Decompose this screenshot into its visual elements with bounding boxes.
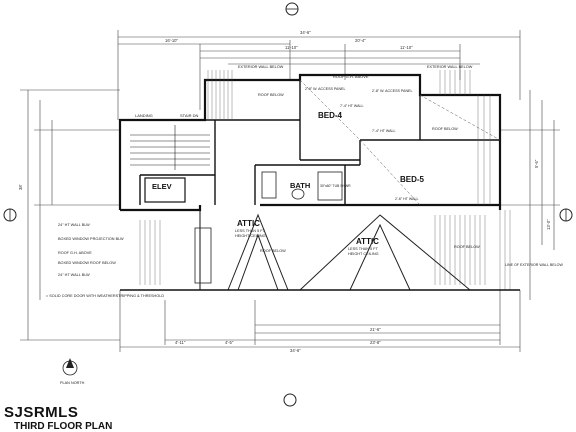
bottom-dimension-lines: [119, 290, 521, 352]
room-label-elev: ELEV: [152, 182, 172, 191]
elevator-shaft: [144, 177, 186, 203]
access-panel-note-2: 2'-8" W. ACCESS PANEL: [372, 89, 412, 93]
boxed-window: [194, 227, 212, 284]
line-exterior-note: LINE OF EXTERIOR WALL BELOW: [505, 263, 563, 267]
svg-text:PLAN NORTH: PLAN NORTH: [60, 381, 85, 385]
tub-shower: [317, 171, 343, 201]
left-note-1: 24" HT WALL BLW: [58, 223, 90, 227]
toilet: [291, 188, 305, 200]
roof-hatching: [139, 70, 511, 290]
north-arrow: PLAN NORTH: [60, 358, 85, 385]
ht-wall-note-1: 7'-4" HT WALL: [340, 104, 364, 108]
stair-treads: [130, 125, 210, 170]
ht-wall-note-2: 7'-4" HT WALL: [372, 129, 396, 133]
dim-right-a: 5'-6": [534, 159, 539, 168]
door-note: = SOLID CORE DOOR WITH WEATHERSTRIPPING …: [46, 294, 164, 298]
attic-left-note-2: HEIGHT CEILING: [235, 234, 266, 238]
dim-bottom-c: 23'-8": [370, 340, 381, 345]
tub-note: 30"x60" TUB SHWR: [320, 184, 351, 188]
top-dimension-lines: [117, 30, 521, 120]
ext-wall-below-note-1: EXTERIOR WALL BELOW: [238, 65, 284, 69]
dim-top-a: 16'-10": [165, 38, 179, 43]
attic-right-note-1: LESS THAN 5 FT: [348, 247, 379, 251]
roof-below-note-3: ROOF BELOW: [260, 249, 286, 253]
left-note-2: BOXED WINDOW PROJECTION BLW: [58, 237, 124, 241]
dim-bottom-d: 21'-6": [370, 327, 381, 332]
plan-title: THIRD FLOOR PLAN: [14, 421, 113, 432]
room-label-attic-left: ATTIC: [237, 219, 260, 228]
left-note-3: ROOF G.H. ABOVE: [58, 251, 92, 255]
left-dimension-lines: [20, 89, 120, 341]
dim-bottom-overall: 34'-6": [290, 348, 301, 353]
dim-right-b: 13'-0": [546, 219, 551, 230]
ceiling-slope-lines: [299, 79, 501, 206]
room-label-bath: BATH: [290, 181, 310, 190]
dim-left-overall: 38': [18, 184, 23, 190]
room-label-attic-right: ATTIC: [356, 237, 379, 246]
mls-watermark: SJSRMLS: [4, 404, 79, 421]
left-note-4: BOXED WINDOW ROOF BELOW: [58, 261, 116, 265]
access-panel-note-1: 2'-8" W. ACCESS PANEL: [305, 87, 345, 91]
dim-top-d: 11'-10": [400, 45, 413, 50]
section-marker-bottom: [283, 393, 297, 407]
room-label-landing: LANDING: [135, 113, 153, 118]
roof-dormer-gables: [227, 213, 471, 291]
roof-below-note-1: ROOF BELOW: [258, 93, 284, 97]
dim-top-b: 20'-4": [355, 38, 366, 43]
dim-bottom-b: 4'-5": [225, 340, 234, 345]
dim-top-overall: 34'-6": [300, 30, 311, 35]
roof-below-note-4: ROOF BELOW: [432, 127, 458, 131]
left-note-5: 24" HT WALL BLW: [58, 273, 90, 277]
room-label-bed4: BED-4: [318, 111, 343, 120]
ht-wall-note-3: 2'-6" HT WALL: [395, 197, 419, 201]
attic-right-note-2: HEIGHT CEILING: [348, 252, 379, 256]
roof-below-note-2: ROOF BELOW: [454, 245, 480, 249]
dim-top-c: 11'-10": [285, 45, 298, 50]
room-label-stair: STAIR DN: [180, 113, 198, 118]
room-label-bed5: BED-5: [400, 175, 425, 184]
right-dimension-lines: [500, 90, 560, 300]
attic-left-note-1: LESS THAN 5 FT: [235, 229, 266, 233]
vanity: [261, 171, 277, 199]
dim-bottom-a: 4'-11": [175, 340, 186, 345]
interior-walls: [139, 80, 500, 205]
roof-flat-note: ROOF G.H. ABOVE: [333, 74, 369, 79]
ext-wall-below-note-2: EXTERIOR WALL BELOW: [427, 65, 473, 69]
